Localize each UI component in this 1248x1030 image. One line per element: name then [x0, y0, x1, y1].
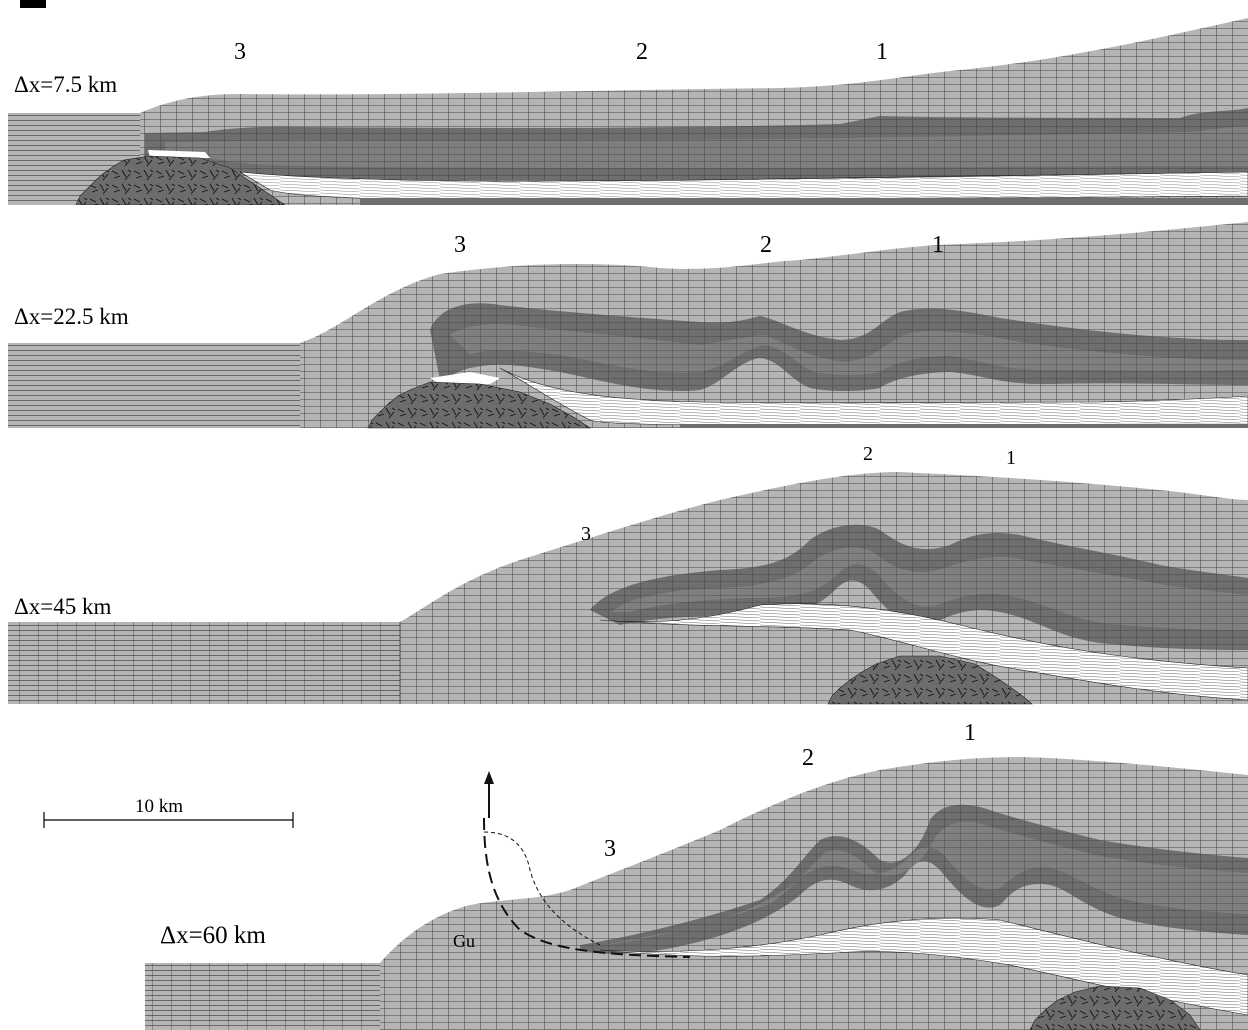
panel-2-label: Δx=22.5 km: [14, 304, 129, 329]
panel-3: [8, 472, 1248, 704]
panel-letter-fragment: [20, 0, 46, 8]
panel-2: [8, 222, 1248, 428]
panel-3-label: Δx=45 km: [14, 594, 112, 619]
panel-3-fold-2: 2: [863, 443, 873, 465]
panel-3-fold-1: 1: [1006, 447, 1016, 469]
panel-2-fold-1: 1: [932, 232, 944, 258]
panel-1-fold-1: 1: [876, 39, 888, 65]
panel-2-fold-2: 2: [760, 232, 772, 258]
panel-3-fold-3: 3: [581, 523, 591, 545]
scale-bar: 10 km: [44, 796, 293, 828]
panel-1-label: Δx=7.5 km: [14, 72, 117, 97]
panel-1-fold-2: 2: [636, 39, 648, 65]
panel-4-fold-3: 3: [604, 836, 616, 862]
panel-4: [145, 757, 1248, 1030]
panel-4-fold-2: 2: [802, 745, 814, 771]
panel-4-annotation-gu: Gu: [453, 931, 475, 951]
panel-4-fold-1: 1: [964, 720, 976, 746]
panel-1: [8, 18, 1248, 207]
panel-1-fold-3: 3: [234, 39, 246, 65]
panel-4-label: Δx=60 km: [160, 922, 266, 949]
panel-2-fold-3: 3: [454, 232, 466, 258]
scale-bar-label: 10 km: [135, 796, 183, 817]
